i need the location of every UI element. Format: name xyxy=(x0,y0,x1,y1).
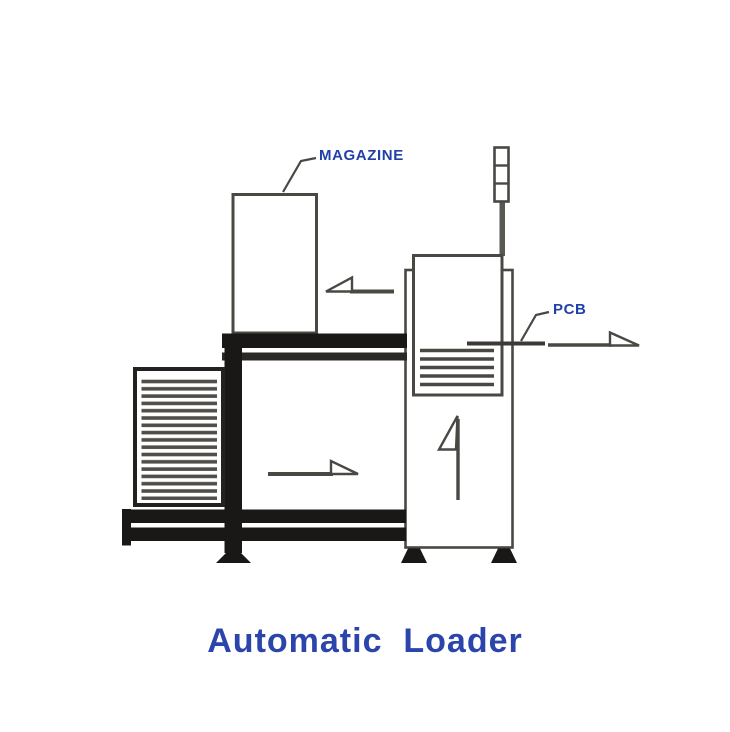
magazine-label: MAGAZINE xyxy=(319,147,404,164)
base-rails xyxy=(122,509,406,546)
pcb-outfeed-arrow xyxy=(548,330,640,347)
pcb-leader-line xyxy=(520,310,550,342)
pcb-label: PCB xyxy=(553,301,587,318)
post-foot xyxy=(216,552,251,563)
pcb-unit-cabinet xyxy=(404,254,514,549)
grille-stripes xyxy=(141,377,217,500)
conveyor-deck xyxy=(222,333,407,361)
pcb-magazine-box xyxy=(412,254,504,397)
machine-feet xyxy=(401,548,517,563)
base-flow-arrow xyxy=(268,459,359,476)
pcb-slot-lines xyxy=(420,348,494,387)
magazine-leader-line xyxy=(282,156,317,193)
grille-panel xyxy=(133,367,225,507)
magazine-infeed-arrow xyxy=(325,275,394,294)
magazine-box xyxy=(231,193,318,335)
lift-arrow xyxy=(436,415,460,500)
signal-tower-icon xyxy=(493,146,510,256)
support-post xyxy=(216,333,251,563)
diagram-title: Automatic Loader xyxy=(207,622,523,660)
leader-lines xyxy=(282,156,550,342)
